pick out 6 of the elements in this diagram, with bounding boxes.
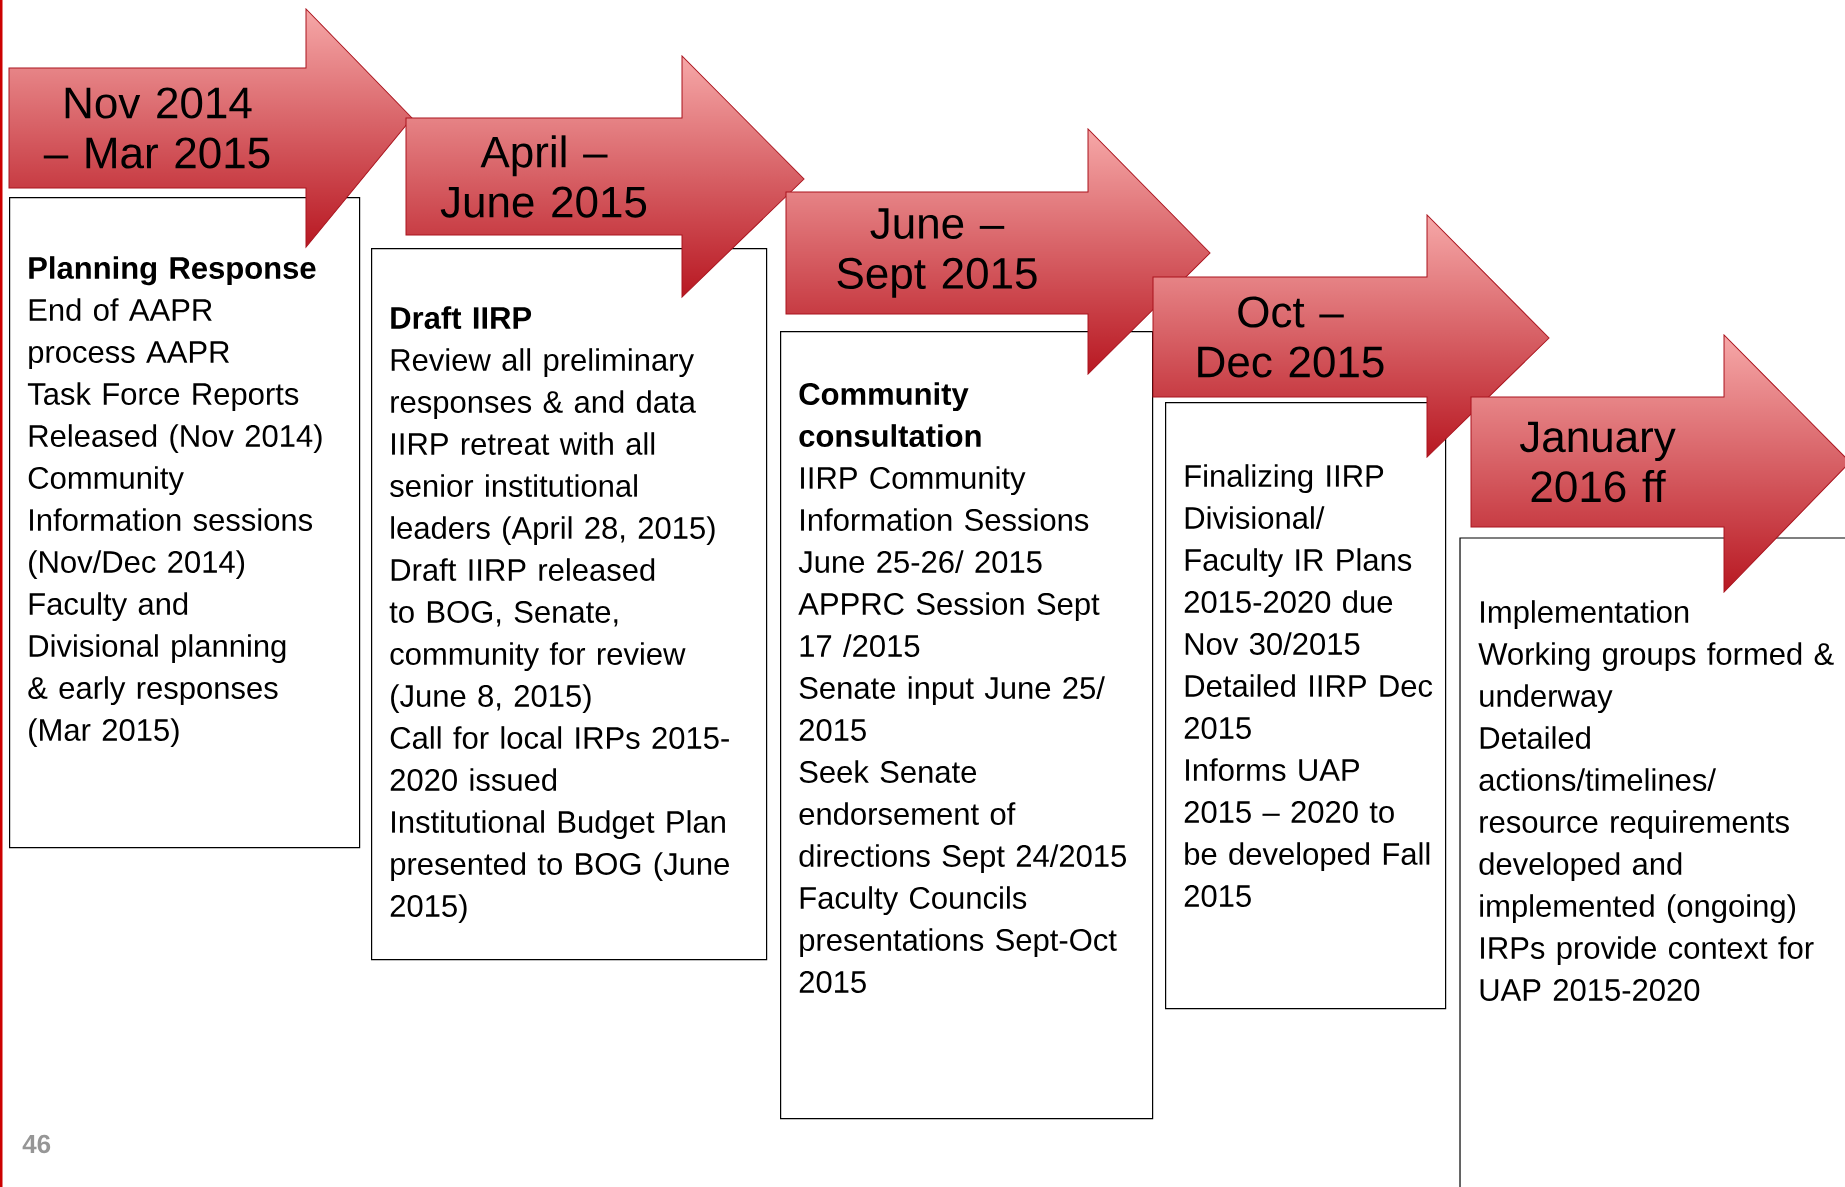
page-number: 46 xyxy=(22,1134,51,1154)
text-box: Finalizing IIRP Divisional/ Faculty IR Plans 2015-2020 due Nov 30/2015 Detailed IIRP Dec 2015 Informs UAP 2015 – 2020 to be developed Fall 2015 xyxy=(1165,402,1447,1010)
text-box: Community consultation IIRP Community Information Sessions June 25-26/ 2015 APPRC Session Sept 17 /2015 Senate input June 25/ 2015 Seek Senate endorsement of directions Sept 24/2015 Faculty Councils presentations Sept-Oct 2015 xyxy=(780,331,1154,1120)
text-box: Implementation Working groups formed & underway Detailed actions/timelines/ resource requirements developed and implemented (ongoing) IRPs provide context for UAP 2015-2020 xyxy=(1459,537,1845,1187)
text-box: Planning Response End of AAPR process AAPR Task Force Reports Released (Nov 2014) Community Information sessions (Nov/Dec 2014) Faculty and Divisional planning & early responses (Mar 2015) xyxy=(9,197,361,849)
text-box: Draft IIRP Review all preliminary responses & and data IIRP retreat with all senior institutional leaders (April 28, 2015) Draft IIRP released to BOG, Senate, community for review (June 8, 2015) Call for local IRPs 2015-2020 issued Institutional Budget Plan presented to BOG (June 2015) xyxy=(371,248,768,961)
